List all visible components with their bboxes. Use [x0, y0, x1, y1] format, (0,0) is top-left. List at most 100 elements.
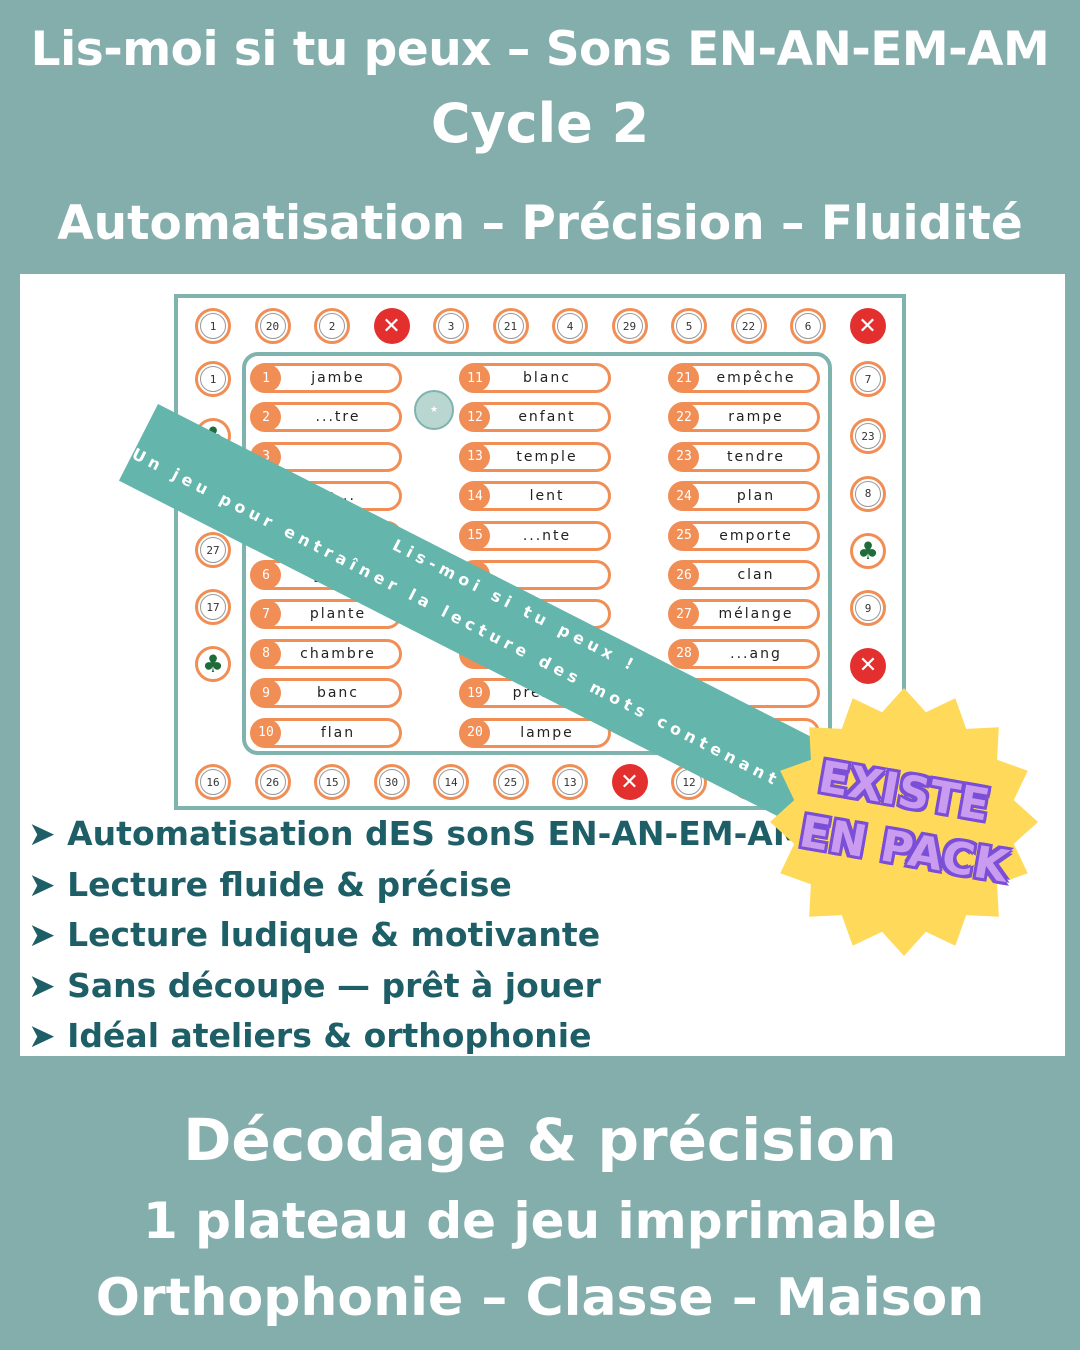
feature-item: ➤ Lecture ludique & motivante: [28, 915, 601, 954]
cell-number: 7: [855, 366, 881, 392]
word-text: banc: [316, 685, 360, 702]
starburst-icon: [770, 688, 1038, 956]
footer-line3: Orthophonie – Classe – Maison: [95, 1268, 985, 1328]
word-text: lampe: [520, 724, 574, 741]
word-number: 21: [669, 364, 699, 392]
cell-number: 25: [497, 769, 524, 795]
word-number: 13: [460, 442, 490, 471]
word-card: 1 jambe: [250, 363, 402, 393]
word-card: 11 blanc: [459, 363, 611, 393]
cell-number: 15: [319, 769, 345, 795]
word-number: 15: [460, 521, 490, 550]
word-card: 22 rampe: [668, 402, 820, 433]
cell-number: 2: [319, 313, 345, 339]
tagline: Automatisation – Précision – Fluidité: [57, 196, 1023, 251]
board-cell: 26: [254, 764, 291, 800]
word-text: temple: [516, 448, 578, 465]
board-cell: 17: [195, 589, 231, 625]
clover-icon: ♣: [850, 532, 886, 569]
word-number: 23: [669, 442, 699, 471]
word-number: 12: [460, 403, 490, 432]
word-card: 28 ...ang: [668, 638, 820, 669]
board-cell: 7: [850, 361, 886, 397]
word-text: rampe: [728, 409, 784, 426]
word-number: 11: [460, 364, 490, 392]
board-cell: 13: [552, 764, 588, 800]
word-text: ...nte: [522, 527, 572, 544]
word-text: blanc: [523, 370, 571, 386]
cross-icon: ✕: [850, 647, 886, 684]
clover-icon: ♣: [195, 646, 231, 682]
cell-number: 30: [378, 769, 405, 795]
feature-item: ➤ Automatisation dES sonS EN-AN-EM-AM: [28, 814, 806, 853]
word-number: 6: [251, 561, 281, 589]
word-text: flan: [320, 724, 356, 741]
cell-number: 6: [795, 313, 821, 339]
word-text: empêche: [716, 370, 796, 386]
cell-number: 13: [557, 769, 583, 795]
word-text: ...ang: [730, 645, 782, 662]
word-number: 8: [251, 639, 281, 668]
word-card: 2...tre: [250, 402, 402, 433]
board-cell: 3: [433, 308, 469, 344]
board-cell: 5: [671, 308, 707, 344]
cell-number: 26: [259, 769, 286, 795]
board-cell: 16: [195, 764, 231, 800]
word-text: [283, 445, 393, 469]
word-text: jambe: [311, 370, 365, 386]
word-number: 1: [251, 364, 281, 392]
feature-list: ➤ Automatisation dES sonS EN-AN-EM-AM ➤ …: [28, 814, 806, 1067]
word-number: 22: [669, 403, 699, 432]
word-card: 21 empêche: [668, 363, 820, 393]
cell-number: 29: [616, 313, 643, 339]
board-cell: 9: [850, 590, 886, 627]
feature-item: ➤ Sans découpe — prêt à jouer: [28, 965, 601, 1005]
cell-number: 3: [438, 313, 464, 339]
cycle-title: Cycle 2: [430, 92, 650, 155]
board-cell: 14: [433, 764, 469, 800]
cell-number: 23: [855, 423, 881, 450]
word-card: 14 lent: [459, 481, 611, 512]
word-number: 28: [669, 639, 699, 668]
board-cell: 20: [254, 308, 291, 344]
cell-number: 20: [259, 313, 286, 339]
word-number: 14: [460, 482, 490, 511]
pack-badge: EXISTE EN PACK: [768, 686, 1040, 958]
word-text: enfant: [518, 409, 576, 426]
board-cell: 1: [195, 361, 231, 397]
word-text: emporte: [719, 527, 793, 544]
cell-number: 17: [200, 594, 226, 620]
cross-icon: ✕: [849, 308, 886, 344]
cell-number: 21: [497, 313, 524, 339]
cell-number: 1: [200, 313, 226, 339]
board-cell: 30: [373, 764, 410, 800]
board-cell: 6: [790, 308, 826, 344]
word-number: 9: [251, 679, 281, 708]
word-number: 27: [669, 600, 699, 629]
word-number: 19: [460, 679, 490, 708]
board-cell: 22: [730, 308, 767, 344]
board-cell: 23: [850, 418, 886, 455]
cell-number: 27: [200, 537, 226, 563]
page-title: Lis-moi si tu peux – Sons EN-AN-EM-AM: [30, 22, 1050, 77]
logo-icon: ★: [414, 390, 454, 430]
cell-number: 16: [200, 769, 226, 795]
word-card: 24 plan: [668, 481, 820, 512]
cell-number: 14: [438, 769, 464, 795]
cell-number: 1: [200, 366, 226, 392]
word-card: 15 ...nte: [459, 520, 611, 551]
word-text: plan: [736, 488, 776, 505]
word-number: 26: [669, 561, 699, 589]
word-text: lent: [529, 488, 565, 505]
board-cell: 2: [314, 308, 350, 344]
board-cell: 15: [314, 764, 350, 800]
word-number: 24: [669, 482, 699, 511]
feature-item: ➤ Idéal ateliers & orthophonie: [28, 1016, 592, 1055]
cell-number: 9: [855, 595, 881, 622]
